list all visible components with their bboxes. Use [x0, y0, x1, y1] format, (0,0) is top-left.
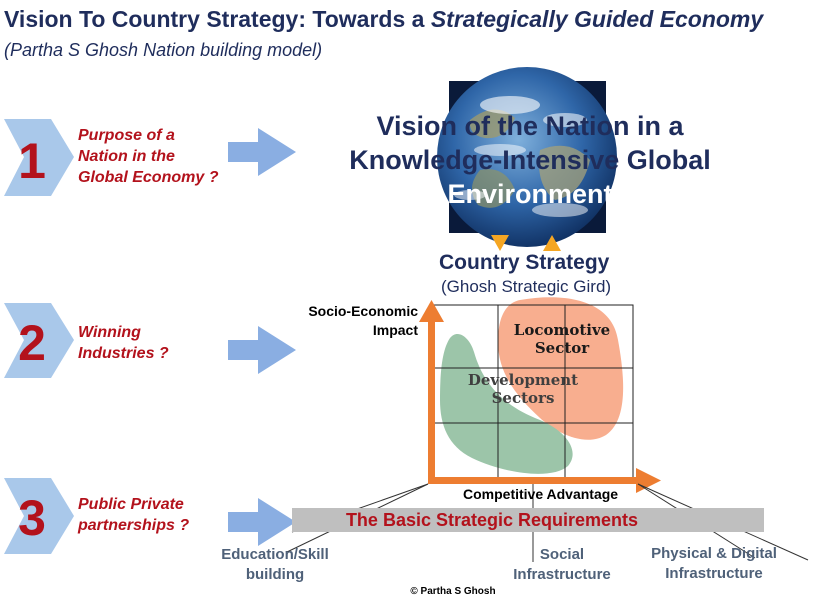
step-1-chevron: [4, 119, 74, 196]
page-title: Vision To Country Strategy: Towards a St…: [4, 6, 764, 32]
physical-digital-infrastructure-label: Physical & Digital Infrastructure: [651, 545, 777, 582]
copyright-notice: © Partha S Ghosh: [410, 586, 496, 597]
country-strategy-subtitle: (Ghosh Strategic Gird): [441, 277, 612, 296]
step-1-question: Purpose of a Nation in the Global Econom…: [78, 127, 219, 186]
step-1-arrow: [228, 128, 296, 176]
education-skill-label: Education/Skill building: [221, 546, 329, 583]
social-infrastructure-label: Social Infrastructure: [513, 546, 611, 583]
development-sectors-blob: [440, 333, 573, 474]
development-sectors-label: Development Sectors: [467, 371, 579, 407]
vision-statement: Vision of the Nation in a Knowledge-Inte…: [349, 111, 711, 209]
step-3-chevron: [4, 478, 74, 554]
step-3-question: Public Private partnerships ?: [78, 496, 190, 534]
x-axis-label: Competitive Advantage: [463, 486, 619, 502]
y-axis-arrowhead: [419, 300, 444, 322]
step-2-question: Winning Industries ?: [78, 324, 169, 362]
up-arrow-icon: [543, 235, 561, 251]
requirements-bar-label: The Basic Strategic Requirements: [345, 510, 639, 530]
earth-image: [437, 67, 617, 247]
y-axis-label: Socio-Economic Impact: [308, 303, 418, 338]
step-2-arrow: [228, 326, 296, 374]
strategic-grid: [432, 297, 634, 479]
locomotive-sector-blob: [498, 297, 624, 440]
x-axis: [428, 477, 638, 484]
country-strategy-title: Country Strategy: [439, 251, 610, 274]
x-axis-arrowhead: [636, 468, 661, 493]
y-axis: [428, 318, 435, 484]
locomotive-sector-label: Locomotive Sector: [513, 321, 611, 357]
step-2-chevron: [4, 303, 74, 378]
page-title-emphasis: Strategically Guided Economy: [430, 6, 764, 32]
requirements-bar: [292, 508, 764, 532]
page-subtitle: (Partha S Ghosh Nation building model): [4, 40, 323, 60]
step-3-arrow: [228, 498, 296, 546]
down-arrow-icon: [491, 235, 509, 251]
